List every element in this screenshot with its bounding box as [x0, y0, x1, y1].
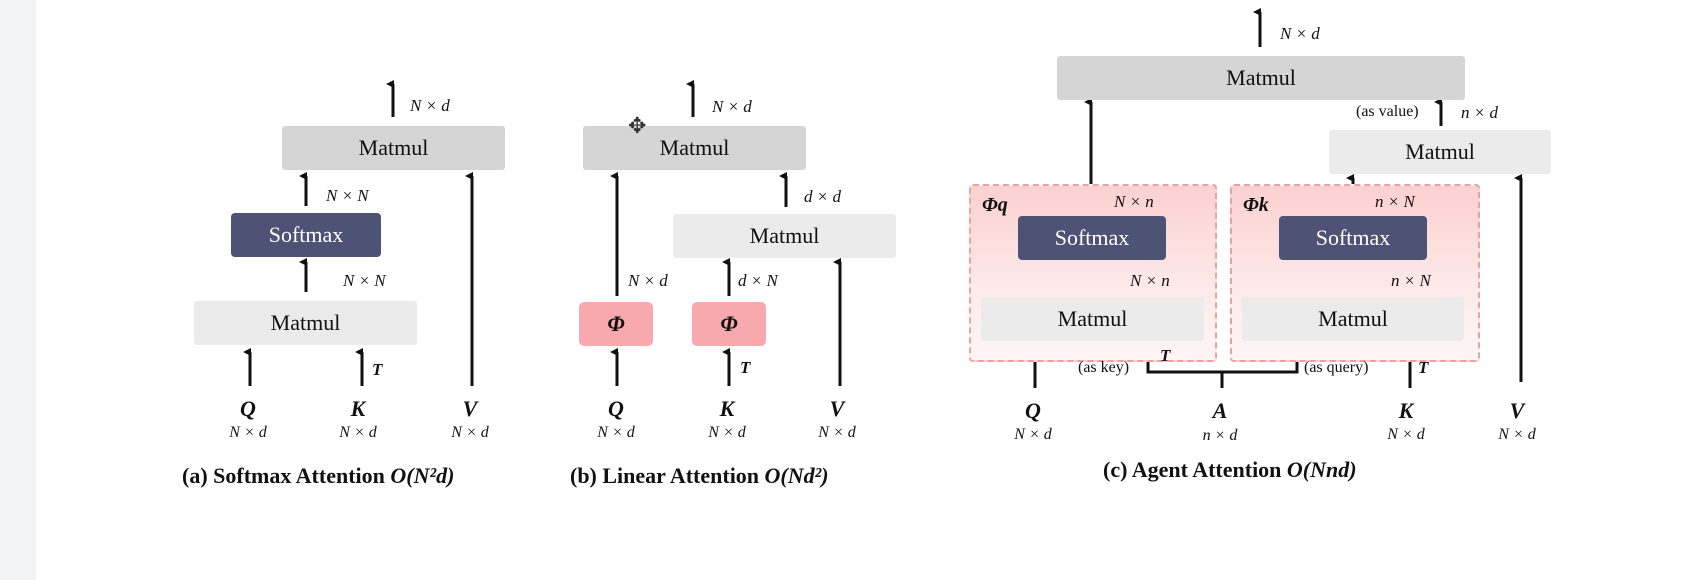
panel-a-input-k: K	[350, 396, 366, 421]
panel-b-matmul-mid: Matmul	[673, 214, 896, 258]
panel-c-as-key: (as key)	[1078, 359, 1130, 376]
panel-c-input-k: K	[1398, 398, 1414, 423]
panel-a-input-q-dim: N × d	[229, 424, 267, 441]
panel-a-input-v: V	[462, 396, 478, 421]
panel-a-dim-out: N × d	[410, 96, 450, 115]
panel-c-transpose-k: T	[1418, 358, 1429, 377]
panel-b-phi-q: Φ	[579, 302, 653, 346]
panel-b-input-v: V	[829, 396, 845, 421]
panel-a-input-q: Q	[240, 396, 256, 421]
panel-c-dim-q-upper: N × n	[1114, 192, 1154, 211]
panel-b-input-v-dim: N × d	[818, 424, 856, 441]
panel-b-caption: (b) Linear Attention O(Nd²)	[570, 463, 829, 489]
panel-c-softmax-q: Softmax	[1018, 216, 1166, 260]
panel-c-input-q: Q	[1025, 398, 1041, 423]
panel-c-matmul-top: Matmul	[1057, 56, 1465, 100]
panel-c-input-v: V	[1509, 398, 1525, 423]
panel-b-caption-text: (b) Linear Attention	[570, 463, 765, 488]
panel-c-transpose-key: T	[1160, 346, 1171, 365]
panel-c-dim-k-lower: n × N	[1391, 271, 1431, 290]
panel-a-caption-text: (a) Softmax Attention	[182, 463, 391, 488]
panel-c-matmul-k: Matmul	[1242, 297, 1464, 341]
panel-c-phi-q-label: Φq	[982, 194, 1008, 216]
panel-c-dim-out: N × d	[1280, 24, 1320, 43]
move-cursor-icon: ✥	[628, 114, 647, 139]
panel-a-input-k-dim: N × d	[339, 424, 377, 441]
panel-c-softmax-k: Softmax	[1279, 216, 1427, 260]
panel-c-caption-text: (c) Agent Attention	[1103, 457, 1287, 482]
panel-c-complexity: O(Nnd)	[1286, 457, 1357, 482]
panel-b-phi-k: Φ	[692, 302, 766, 346]
panel-b-dim-dd: d × d	[804, 187, 841, 206]
panel-c-dim-q-lower: N × n	[1130, 271, 1170, 290]
panel-a-softmax: Softmax	[231, 213, 381, 257]
panel-b-input-k: K	[719, 396, 735, 421]
panel-c-input-k-dim: N × d	[1387, 426, 1425, 443]
panel-a-dim-nn-upper: N × N	[326, 186, 369, 205]
panel-a-dim-nn-lower: N × N	[343, 271, 386, 290]
panel-c-matmul-right: Matmul	[1329, 130, 1551, 174]
panel-b-complexity: O(Nd²)	[764, 463, 829, 488]
panel-a-complexity: O(N²d)	[390, 463, 455, 488]
panel-c-phi-k-label: Φk	[1243, 194, 1269, 216]
panel-c-input-a-dim: n × d	[1202, 427, 1238, 444]
panel-a-caption: (a) Softmax Attention O(N²d)	[182, 463, 454, 489]
panel-c-input-q-dim: N × d	[1014, 426, 1052, 443]
panel-c-matmul-q: Matmul	[981, 297, 1204, 341]
panel-c-input-a: A	[1212, 398, 1228, 423]
panel-b-dim-nd: N × d	[628, 271, 668, 290]
panel-b-dim-dn: d × N	[738, 271, 778, 290]
panel-b-transpose: T	[740, 358, 751, 377]
panel-c-caption: (c) Agent Attention O(Nnd)	[1103, 457, 1357, 483]
panel-b-dim-out: N × d	[712, 97, 752, 116]
panel-b-matmul-top: Matmul	[583, 126, 806, 170]
panel-b-input-q: Q	[608, 396, 624, 421]
panel-c-dim-nd-small: n × d	[1461, 103, 1498, 122]
panel-c-input-v-dim: N × d	[1498, 426, 1536, 443]
panel-a-input-v-dim: N × d	[451, 424, 489, 441]
panel-a-matmul-bottom: Matmul	[194, 301, 417, 345]
panel-c-dim-k-upper: n × N	[1375, 192, 1415, 211]
panel-c-as-query: (as query)	[1304, 359, 1369, 376]
panel-b-input-k-dim: N × d	[708, 424, 746, 441]
panel-a-transpose: T	[372, 360, 383, 379]
left-margin-strip	[0, 0, 36, 580]
panel-b-input-q-dim: N × d	[597, 424, 635, 441]
panel-c-as-value: (as value)	[1356, 103, 1419, 120]
panel-a-matmul-top: Matmul	[282, 126, 505, 170]
